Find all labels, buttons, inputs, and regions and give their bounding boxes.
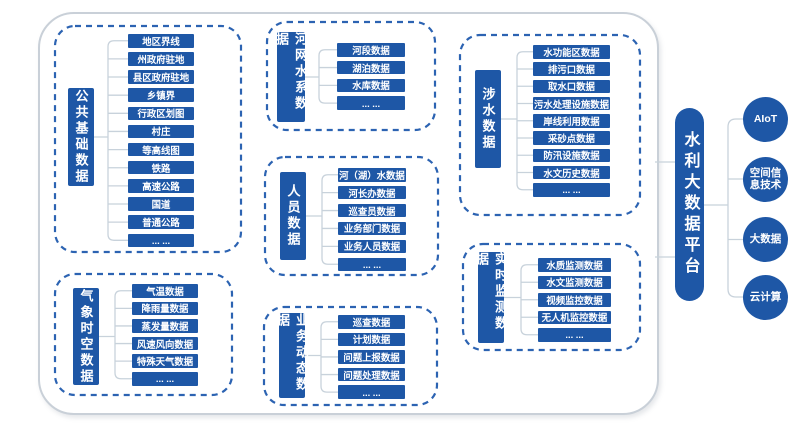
tech-circle-aiot: AIoT [743, 96, 788, 142]
node-item: 蒸发量数据 [132, 319, 198, 333]
node-item: 等高线图 [128, 142, 194, 157]
node-item: 排污口数据 [533, 62, 610, 76]
node-item: 水文历史数据 [533, 165, 610, 180]
tech-circle-label: 大数据 [749, 233, 782, 246]
group-label-river-network-data: 河网水系数据 [274, 32, 308, 122]
group-label-business-dynamic-data: 业务动态数据 [275, 313, 309, 398]
node-item: 业务部门数据 [338, 221, 406, 236]
tech-circle-label: AIoT [753, 112, 778, 125]
group-label-meteo-spatiotemporal-data: 气象时空数据 [73, 288, 99, 385]
node-item: 行政区划图 [128, 106, 194, 121]
node-item: ... ... [128, 233, 194, 248]
node-item: 视频监控数据 [538, 293, 611, 307]
node-item: 巡查数据 [338, 315, 405, 329]
node-item: 采砂点数据 [533, 131, 610, 145]
node-item: 气温数据 [132, 284, 198, 298]
node-item: 水功能区数据 [533, 45, 610, 59]
node-item: 取水口数据 [533, 79, 610, 93]
node-item: ... ... [132, 372, 198, 386]
node-item: 村庄 [128, 124, 194, 139]
tech-circle-label: 空间信息技术 [749, 166, 782, 191]
node-item: 河长办数据 [338, 185, 406, 200]
node-item: 问题上报数据 [338, 350, 405, 364]
node-item: 普通公路 [128, 215, 194, 229]
group-label-realtime-monitoring-data: 实时监测数据 [474, 252, 508, 343]
node-item: 湖泊数据 [337, 60, 405, 75]
node-item: 无人机监控数据 [538, 310, 611, 324]
node-item: 水质监测数据 [538, 258, 611, 272]
node-item: 业务人员数据 [338, 239, 406, 254]
tech-circle-big-data: 大数据 [743, 217, 788, 262]
node-item: 计划数据 [338, 332, 405, 347]
node-item: 水库数据 [337, 78, 405, 93]
node-item: 岸线利用数据 [533, 114, 610, 128]
node-item: ... ... [538, 328, 611, 342]
node-item: 国道 [128, 197, 194, 211]
node-item: 州政府驻地 [128, 52, 194, 66]
tech-circle-spatial-info: 空间信息技术 [743, 156, 788, 202]
node-item: 河（湖）水数据 [338, 168, 406, 182]
node-item: ... ... [338, 385, 405, 399]
node-item: 降雨量数据 [132, 301, 198, 316]
node-item: 高速公路 [128, 179, 194, 193]
node-item: 特殊天气数据 [132, 354, 198, 368]
node-item: 问题处理数据 [338, 367, 405, 382]
node-item: 县区政府驻地 [128, 70, 194, 84]
node-item: 风速风向数据 [132, 336, 198, 351]
node-item: ... ... [533, 183, 610, 197]
node-item: 铁路 [128, 160, 194, 175]
node-item: 污水处理设施数据 [533, 96, 610, 111]
node-item: 防汛设施数据 [533, 148, 610, 162]
node-item: ... ... [337, 96, 405, 110]
group-label-personnel-data: 人员数据 [280, 172, 306, 260]
node-item: 巡查员数据 [338, 203, 406, 218]
tech-circle-label: 云计算 [749, 290, 782, 303]
tech-circle-cloud-computing: 云计算 [743, 274, 788, 320]
node-item: 地区界线 [128, 34, 194, 48]
group-label-water-related-data: 涉水数据 [475, 70, 501, 168]
group-label-public-basic-data: 公共基础数据 [68, 88, 94, 186]
platform-pill: 水利大数据平台 [675, 108, 704, 301]
node-item: 乡镇界 [128, 88, 194, 102]
node-item: 水文监测数据 [538, 275, 611, 289]
node-item: ... ... [338, 257, 406, 271]
node-item: 河段数据 [337, 43, 405, 57]
